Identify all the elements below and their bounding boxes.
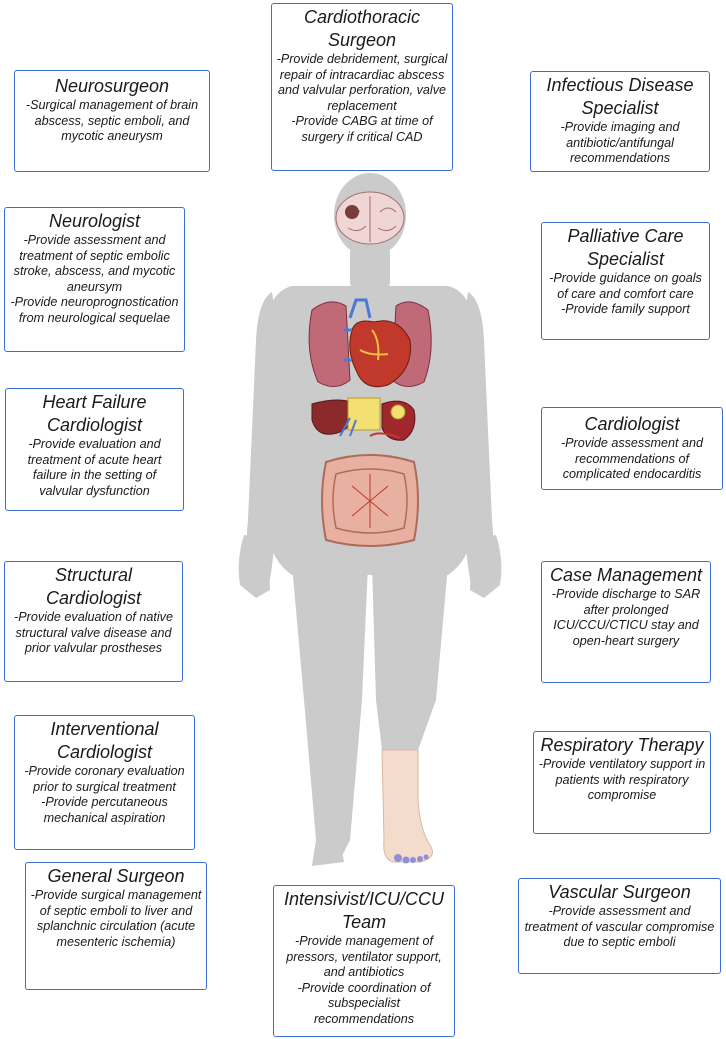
box-text: -Provide CABG at time of surgery if crit… xyxy=(291,114,433,144)
box-title: Interventional Cardiologist xyxy=(50,719,159,762)
box-text: -Provide percutaneous mechanical aspirat… xyxy=(41,795,168,825)
box-text: -Provide debridement, surgical repair of… xyxy=(276,52,448,113)
box-cardiothoracic-surgeon: Cardiothoracic Surgeon -Provide debridem… xyxy=(271,3,453,171)
box-text: -Provide coronary evaluation prior to su… xyxy=(24,764,185,794)
box-title: Intensivist/ICU/CCU Team xyxy=(283,889,445,932)
heart-lung-illustration xyxy=(308,298,432,388)
box-palliative-care-specialist: Palliative Care Specialist -Provide guid… xyxy=(541,222,710,340)
box-title: Respiratory Therapy xyxy=(540,735,704,755)
abdominal-organs-illustration xyxy=(311,397,416,441)
box-text: -Provide coordination of subspecialist r… xyxy=(297,980,431,1026)
box-text: -Provide discharge to SAR after prolonge… xyxy=(551,587,701,648)
box-neurologist: Neurologist -Provide assessment and trea… xyxy=(4,207,185,352)
box-structural-cardiologist: Structural Cardiologist -Provide evaluat… xyxy=(4,561,183,682)
box-title: Neurosurgeon xyxy=(54,76,170,96)
box-text: -Surgical management of brain abscess, s… xyxy=(25,98,199,144)
box-text: -Provide family support xyxy=(561,302,690,317)
box-general-surgeon: General Surgeon -Provide surgical manage… xyxy=(25,862,207,990)
brain-illustration xyxy=(335,191,405,245)
intestines-illustration xyxy=(321,454,419,547)
box-infectious-disease-specialist: Infectious Disease Specialist -Provide i… xyxy=(530,71,710,172)
box-title: Heart Failure Cardiologist xyxy=(42,392,147,435)
box-text: -Provide surgical management of septic e… xyxy=(30,888,202,949)
box-text: -Provide imaging and antibiotic/antifung… xyxy=(560,120,680,166)
box-title: Vascular Surgeon xyxy=(548,882,691,902)
box-title: Infectious Disease Specialist xyxy=(546,75,694,118)
box-title: Cardiothoracic Surgeon xyxy=(303,7,421,50)
box-text: -Provide neuroprognostication from neuro… xyxy=(10,295,179,325)
foot-illustration xyxy=(381,749,433,863)
box-text: -Provide management of pressors, ventila… xyxy=(286,934,442,980)
box-title: Neurologist xyxy=(48,211,141,231)
box-heart-failure-cardiologist: Heart Failure Cardiologist -Provide eval… xyxy=(5,388,184,511)
box-title: Palliative Care Specialist xyxy=(567,226,684,269)
box-interventional-cardiologist: Interventional Cardiologist -Provide cor… xyxy=(14,715,195,850)
box-case-management: Case Management -Provide discharge to SA… xyxy=(541,561,711,683)
box-text: -Provide assessment and treatment of vas… xyxy=(524,904,715,950)
box-cardiologist: Cardiologist -Provide assessment and rec… xyxy=(541,407,723,490)
box-text: -Provide assessment and recommendations … xyxy=(560,436,704,482)
box-title: Cardiologist xyxy=(584,414,680,434)
box-neurosurgeon: Neurosurgeon -Surgical management of bra… xyxy=(14,70,210,172)
box-text: -Provide evaluation and treatment of acu… xyxy=(27,437,162,498)
box-title: General Surgeon xyxy=(47,866,185,886)
box-intensivist-icu-ccu-team: Intensivist/ICU/CCU Team -Provide manage… xyxy=(273,885,455,1037)
box-vascular-surgeon: Vascular Surgeon -Provide assessment and… xyxy=(518,878,721,974)
box-text: -Provide guidance on goals of care and c… xyxy=(549,271,702,301)
box-respiratory-therapy: Respiratory Therapy -Provide ventilatory… xyxy=(533,731,711,834)
box-title: Case Management xyxy=(549,565,703,585)
box-text: -Provide assessment and treatment of sep… xyxy=(13,233,176,294)
box-text: -Provide evaluation of native structural… xyxy=(14,610,173,656)
box-title: Structural Cardiologist xyxy=(45,565,142,608)
box-text: -Provide ventilatory support in patients… xyxy=(538,757,706,803)
